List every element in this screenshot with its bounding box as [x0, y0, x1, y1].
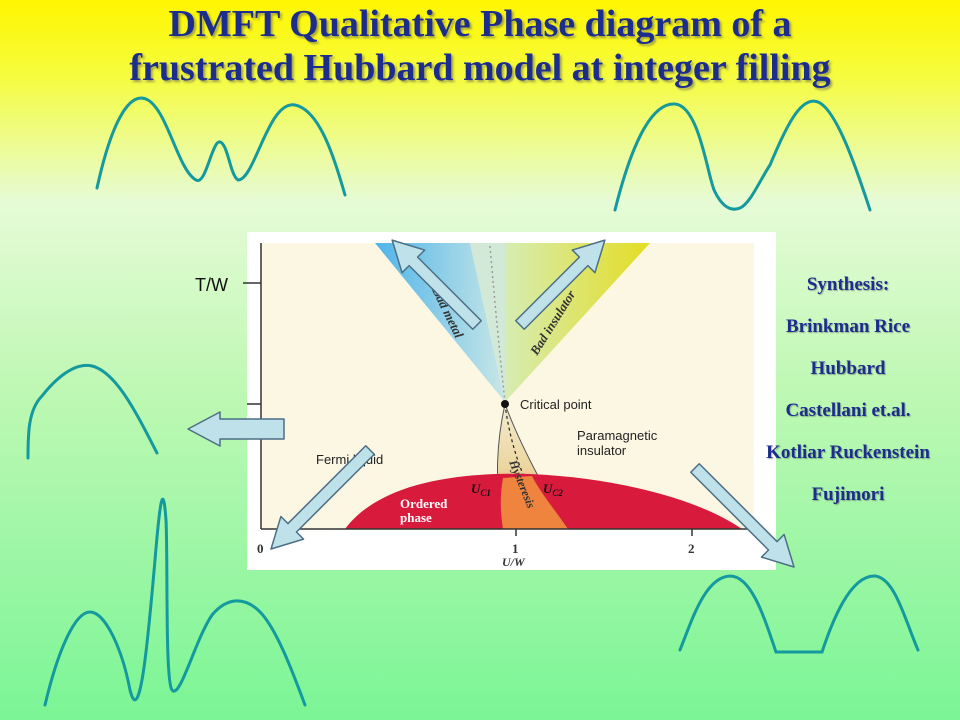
ordered-phase-spectrum-curve: [43, 497, 307, 707]
arrow-down-left: [270, 445, 375, 550]
insulator-spectrum-curve: [678, 574, 920, 654]
bad-insulator-spectrum-curve: [613, 99, 872, 212]
critical-point-label: Critical point: [520, 397, 592, 412]
spectral-curves: [26, 96, 920, 707]
title-line-1: DMFT Qualitative Phase diagram of a: [168, 3, 792, 45]
arrow-down-right: [690, 463, 795, 568]
title-line-2: frustrated Hubbard model at integer fill…: [129, 47, 831, 89]
arrow-up-right: [515, 239, 606, 330]
ordered-phase-label-2: phase: [400, 510, 432, 525]
y-axis-label: T/W: [195, 275, 228, 295]
x-axis-label: U/W: [502, 555, 526, 569]
paramagnetic-label-1: Paramagnetic: [577, 428, 658, 443]
fermi-liquid-spectrum-curve: [26, 363, 159, 460]
hysteresis-in-dome: [500, 476, 568, 529]
bad-metal-spectrum-curve: [95, 96, 347, 197]
arrow-up-left: [391, 239, 482, 330]
bad-metal-region: [375, 243, 505, 402]
synthesis-ref-fujimori: Fujimori: [811, 484, 885, 505]
synthesis-ref-castellani: Castellani et.al.: [785, 400, 911, 421]
synthesis-list: Synthesis: Brinkman Rice Hubbard Castell…: [748, 266, 948, 518]
slide-title: DMFT Qualitative Phase diagram of a frus…: [0, 2, 960, 90]
first-order-line: [504, 403, 553, 530]
synthesis-ref-kotliar-ruckenstein: Kotliar Ruckenstein: [766, 442, 930, 463]
bad-insulator-region: [505, 243, 650, 402]
uc1-label: UC1: [471, 481, 491, 498]
crossover-region: [470, 243, 505, 402]
paramagnetic-label-2: insulator: [577, 443, 627, 458]
arrow-left: [187, 411, 285, 447]
synthesis-ref-brinkman-rice: Brinkman Rice: [785, 316, 911, 337]
ordered-phase-label-1: Ordered: [400, 496, 448, 511]
x-tick-label-2: 2: [688, 541, 695, 556]
synthesis-heading: Synthesis:: [806, 274, 890, 295]
x-tick-label-0: 0: [257, 541, 264, 556]
crossover-line: [489, 245, 506, 403]
arrows: [187, 239, 795, 568]
synthesis-ref-hubbard: Hubbard: [810, 358, 886, 379]
x-tick-label-1: 1: [512, 541, 519, 556]
uc2-label: UC2: [543, 481, 563, 498]
critical-point-marker: [501, 400, 509, 408]
